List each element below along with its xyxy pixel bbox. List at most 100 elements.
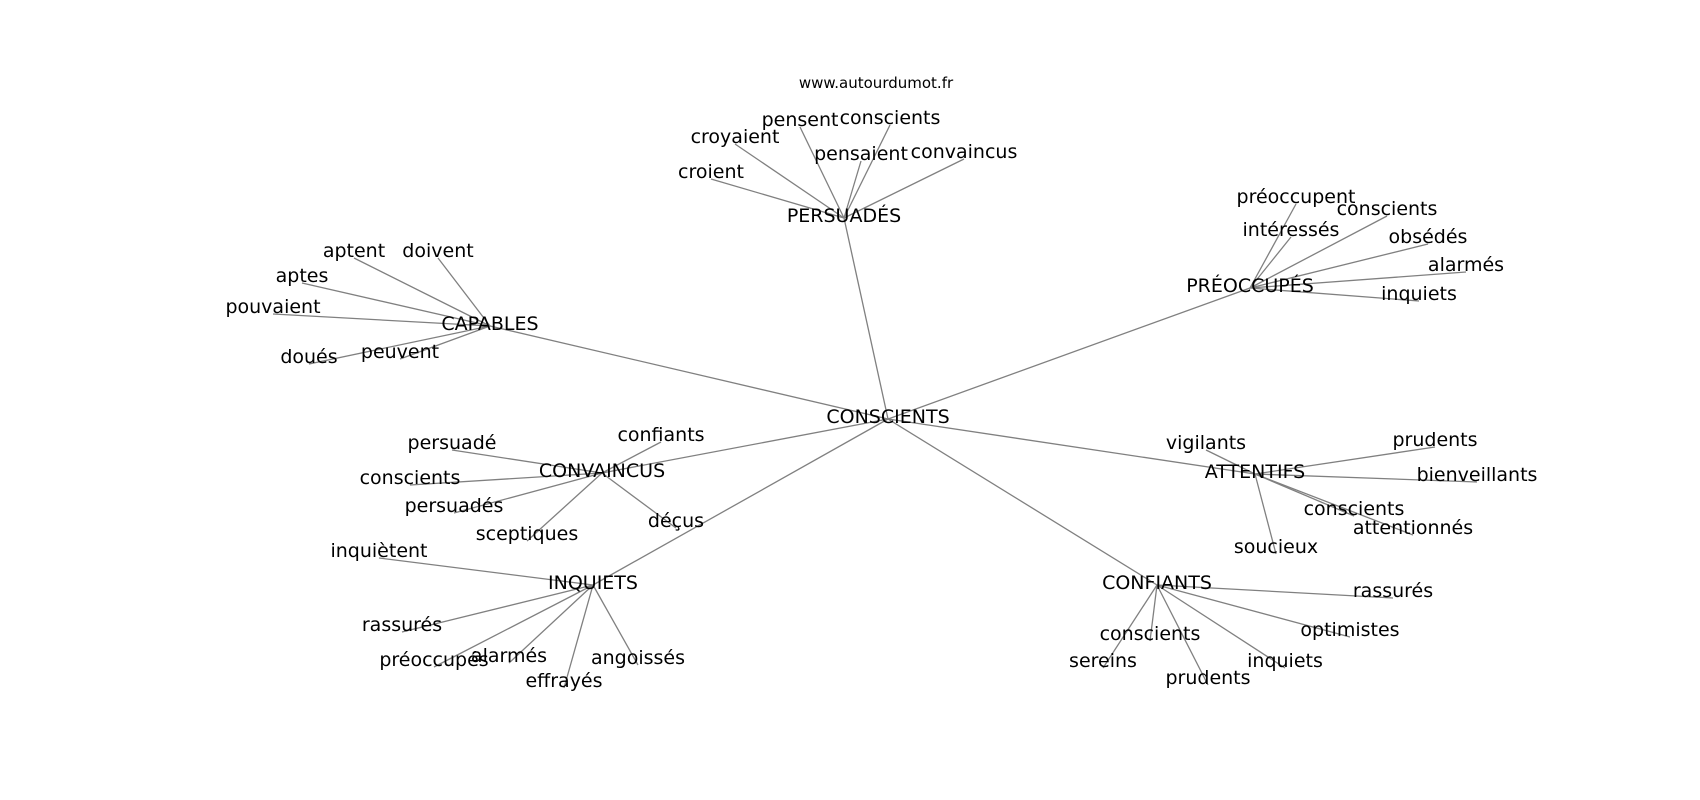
preoccupes-leaf-edge <box>1249 287 1420 302</box>
persuades-leaf-edge <box>843 158 965 219</box>
convaincus-leaf-edge <box>601 472 677 529</box>
leaf-word[interactable]: intéressés <box>1243 219 1340 241</box>
capables-leaf-edge <box>353 257 491 327</box>
confiants-leaf-edge <box>1102 584 1158 669</box>
leaf-word[interactable]: aptes <box>276 265 329 287</box>
leaf-word[interactable]: inquiètent <box>330 540 427 562</box>
center-word[interactable]: CONSCIENTS <box>826 406 949 428</box>
leaf-word[interactable]: bienveillants <box>1417 464 1538 486</box>
leaf-word[interactable]: persuadés <box>405 495 504 517</box>
confiants-leaf-edge <box>1156 584 1286 669</box>
center-to-confiants-edge <box>887 418 1158 586</box>
leaf-word[interactable]: convaincus <box>911 141 1018 163</box>
leaf-word[interactable]: peuvent <box>361 341 439 363</box>
leaf-word[interactable]: conscients <box>840 107 941 129</box>
persuades-leaf-edge <box>710 178 845 219</box>
leaf-word[interactable]: prudents <box>1165 667 1250 689</box>
leaf-word[interactable]: alarmés <box>471 645 547 667</box>
inquiets-leaf-edge <box>433 584 594 668</box>
leaf-word[interactable]: effrayés <box>525 670 602 692</box>
center-to-attentifs-edge <box>887 418 1256 475</box>
hub-word-inquiets[interactable]: INQUIETS <box>548 572 638 594</box>
leaf-word[interactable]: conscients <box>360 467 461 489</box>
leaf-word[interactable]: sceptiques <box>476 523 579 545</box>
leaf-word[interactable]: conscients <box>1100 623 1201 645</box>
leaf-word[interactable]: soucieux <box>1234 536 1318 558</box>
confiants-leaf-edge <box>1149 584 1158 642</box>
attentifs-leaf-edge <box>1254 473 1414 536</box>
confiants-leaf-edge <box>1156 584 1394 599</box>
leaf-word[interactable]: aptent <box>323 240 385 262</box>
leaf-word[interactable]: rassurés <box>1353 580 1433 602</box>
preoccupes-leaf-edge <box>1249 236 1292 289</box>
capables-leaf-edge <box>399 325 491 360</box>
leaf-word[interactable]: prudents <box>1392 429 1477 451</box>
attentifs-leaf-edge <box>1205 449 1256 475</box>
persuades-leaf-edge <box>734 143 845 219</box>
capables-leaf-edge <box>437 257 491 327</box>
leaf-word[interactable]: inquiets <box>1381 283 1457 305</box>
center-to-preoccupes-edge <box>887 287 1251 420</box>
inquiets-leaf-edge <box>378 557 594 586</box>
hub-word-attentifs[interactable]: ATTENTIFS <box>1205 461 1305 483</box>
edges-layer <box>272 124 1478 689</box>
center-to-persuades-edge <box>843 217 889 420</box>
leaf-word[interactable]: persuadé <box>408 432 497 454</box>
hub-word-confiants[interactable]: CONFIANTS <box>1102 572 1212 594</box>
leaf-word[interactable]: optimistes <box>1300 619 1399 641</box>
preoccupes-leaf-edge <box>1249 271 1467 289</box>
leaf-word[interactable]: vigilants <box>1166 432 1246 454</box>
center-to-inquiets-edge <box>592 418 889 586</box>
leaf-word[interactable]: confiants <box>617 424 704 446</box>
leaf-word[interactable]: inquiets <box>1247 650 1323 672</box>
center-to-capables-edge <box>489 325 889 420</box>
convaincus-leaf-edge <box>526 472 603 542</box>
leaf-word[interactable]: angoissés <box>591 647 685 669</box>
capables-leaf-edge <box>301 282 491 327</box>
center-to-convaincus-edge <box>601 418 889 474</box>
inquiets-leaf-edge <box>563 584 594 689</box>
leaf-word[interactable]: alarmés <box>1428 254 1504 276</box>
leaf-word[interactable]: pensent <box>762 109 839 131</box>
attentifs-leaf-edge <box>1254 473 1478 483</box>
persuades-leaf-edge <box>843 160 862 219</box>
convaincus-leaf-edge <box>453 472 603 514</box>
capables-leaf-edge <box>308 325 491 365</box>
hub-word-persuades[interactable]: PERSUADÉS <box>787 204 901 227</box>
convaincus-leaf-edge <box>409 472 603 486</box>
persuades-leaf-edge <box>799 126 845 219</box>
leaf-word[interactable]: croient <box>678 161 744 183</box>
leaf-word[interactable]: préoccupent <box>1237 186 1356 208</box>
leaf-word[interactable]: conscients <box>1304 498 1405 520</box>
hub-word-convaincus[interactable]: CONVAINCUS <box>539 460 665 482</box>
leaf-word[interactable]: attentionnés <box>1353 517 1473 539</box>
inquiets-leaf-edge <box>401 584 594 633</box>
attentifs-leaf-edge <box>1254 473 1277 555</box>
leaf-word[interactable]: doués <box>280 346 337 368</box>
inquiets-leaf-edge <box>592 584 639 666</box>
hub-word-preoccupes[interactable]: PRÉOCCUPÉS <box>1186 274 1314 297</box>
site-url[interactable]: www.autourdumot.fr <box>799 74 954 92</box>
leaf-word[interactable]: pensaient <box>814 143 908 165</box>
leaf-word[interactable]: croyaient <box>691 126 780 148</box>
inquiets-leaf-edge <box>508 584 594 664</box>
leaf-word[interactable]: pouvaient <box>225 296 320 318</box>
leaf-word[interactable]: obsédés <box>1389 226 1468 248</box>
leaf-word[interactable]: préoccupés <box>379 649 488 671</box>
attentifs-leaf-edge <box>1254 446 1436 475</box>
preoccupes-leaf-edge <box>1249 243 1429 289</box>
leaf-word[interactable]: sereins <box>1069 650 1137 672</box>
convaincus-leaf-edge <box>451 449 603 474</box>
leaf-word[interactable]: conscients <box>1337 198 1438 220</box>
preoccupes-leaf-edge <box>1249 215 1388 289</box>
labels-layer: www.autourdumot.fr CONSCIENTS PERSUADÉS c… <box>225 74 1537 692</box>
leaf-word[interactable]: déçus <box>648 510 704 532</box>
persuades-leaf-edge <box>843 124 891 219</box>
hub-word-capables[interactable]: CAPABLES <box>441 313 538 335</box>
leaf-word[interactable]: rassurés <box>362 614 442 636</box>
preoccupes-leaf-edge <box>1249 203 1297 289</box>
capables-leaf-edge <box>272 313 491 327</box>
convaincus-leaf-edge <box>601 441 662 474</box>
leaf-word[interactable]: doivent <box>402 240 473 262</box>
